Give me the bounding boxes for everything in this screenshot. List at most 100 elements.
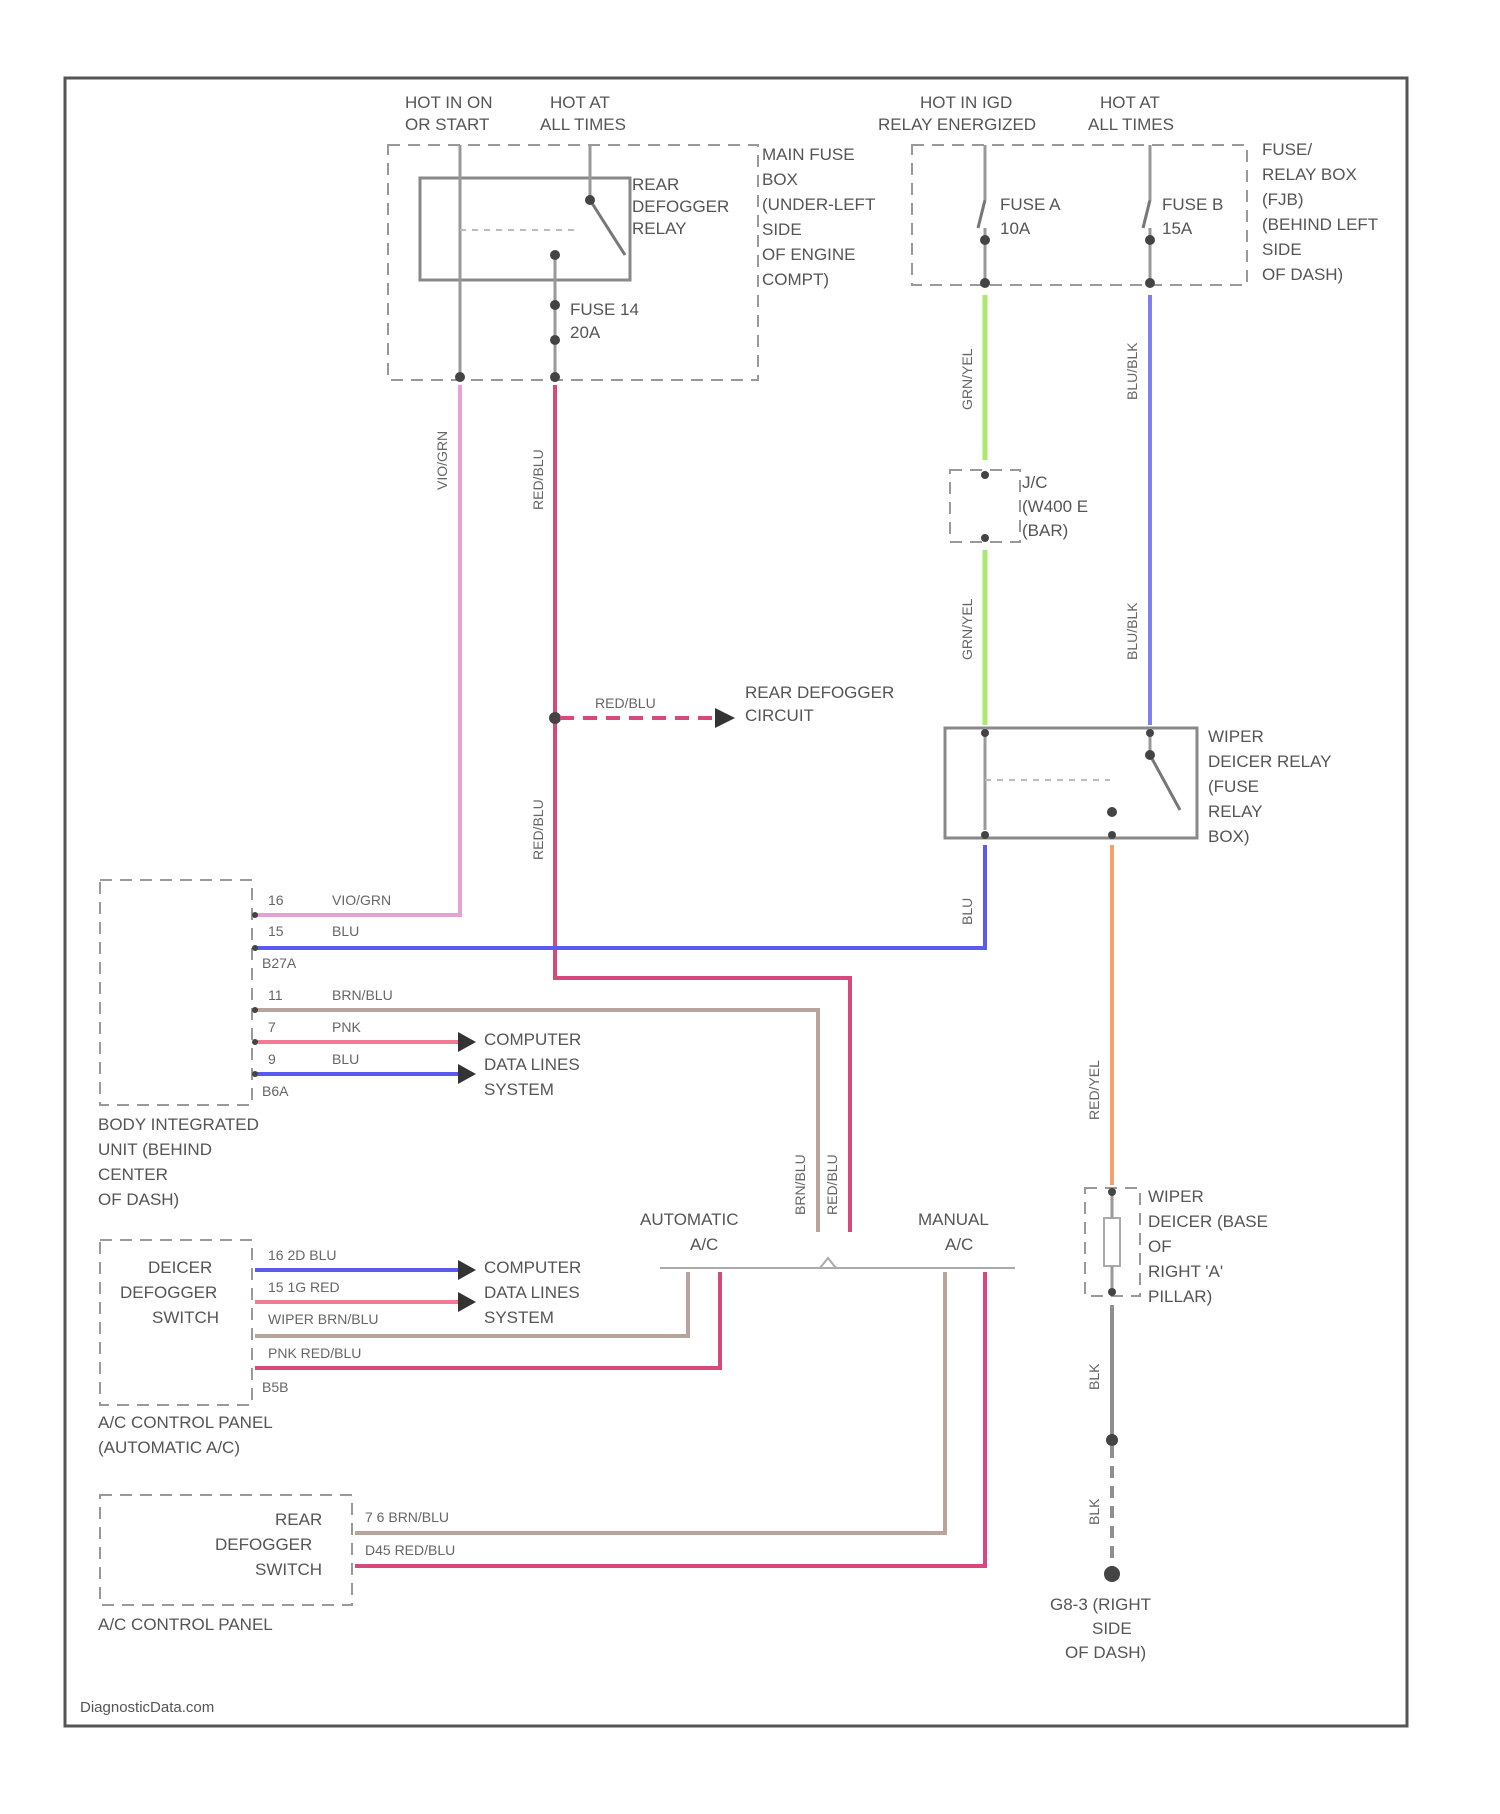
body-pin-15: 15 (268, 923, 284, 939)
ac-panel-auto-label-1: A/C CONTROL PANEL (98, 1413, 273, 1432)
fuse-relay-box-label-2: RELAY BOX (1262, 165, 1357, 184)
hot-all-label-2: ALL TIMES (540, 115, 626, 134)
rear-defogger-relay-label-1: REAR (632, 175, 679, 194)
body-wire-blu-2: BLU (332, 1051, 359, 1067)
wire-label-red-blu-lower: RED/BLU (530, 799, 546, 860)
hot-all-2-label-2: ALL TIMES (1088, 115, 1174, 134)
wiper-deicer-grid-label-2: DEICER (BASE (1148, 1212, 1268, 1231)
manual-row-2: D45 RED/BLU (365, 1542, 455, 1558)
body-integrated-unit (100, 880, 252, 1105)
wire-label-grn-yel-upper: GRN/YEL (959, 348, 975, 410)
rear-defogger-relay-label-2: DEFOGGER (632, 197, 729, 216)
ac-split-notch (820, 1258, 836, 1268)
fuse-b-label-2: 15A (1162, 219, 1193, 238)
deicer-switch-label-1: DEICER (148, 1258, 212, 1277)
hot-run-label-1: HOT IN ON (405, 93, 493, 112)
hot-all-label-1: HOT AT (550, 93, 610, 112)
main-fuse-box-label-4: SIDE (762, 220, 802, 239)
wiper-deicer-relay-label-5: BOX) (1208, 827, 1250, 846)
wire-label-red-yel: RED/YEL (1086, 1060, 1102, 1120)
wiper-deicer-grid-label-4: RIGHT 'A' (1148, 1262, 1223, 1281)
wire-brn-blu-manual (355, 1272, 945, 1533)
auto-row-2: 15 1G RED (268, 1279, 340, 1295)
arrow-blu-data (458, 1064, 476, 1084)
fuse-relay-box-label-1: FUSE/ (1262, 140, 1312, 159)
jc-label-1: J/C (1022, 473, 1048, 492)
rear-defogger-switch-label-2: DEFOGGER (215, 1535, 312, 1554)
jc-label-3: (BAR) (1022, 521, 1068, 540)
fuse-relay-box-label-4: (BEHIND LEFT (1262, 215, 1378, 234)
wiper-deicer-relay-label-3: (FUSE (1208, 777, 1259, 796)
watermark: DiagnosticData.com (80, 1699, 214, 1716)
auto-row-3: WIPER BRN/BLU (268, 1311, 378, 1327)
main-fuse-box-label-2: BOX (762, 170, 798, 189)
body-pin-16: 16 (268, 892, 284, 908)
wire-label-red-blu-vert: RED/BLU (824, 1154, 840, 1215)
jc-label-2: (W400 E (1022, 497, 1088, 516)
rear-defogger-relay-label-3: RELAY (632, 219, 687, 238)
wire-label-blu-relay: BLU (959, 898, 975, 925)
auto-row-4: PNK RED/BLU (268, 1345, 361, 1361)
fuse-relay-box-label-5: SIDE (1262, 240, 1302, 259)
body-connector-top: B27A (262, 955, 297, 971)
fuse-a-label-2: 10A (1000, 219, 1031, 238)
ground-label-2: SIDE (1092, 1619, 1132, 1638)
wire-label-vio-grn: VIO/GRN (434, 431, 450, 490)
fuse-relay-box-label-6: OF DASH) (1262, 265, 1343, 284)
body-wire-vio-grn: VIO/GRN (332, 892, 391, 908)
hot-relay-label-1: HOT IN IGD (920, 93, 1012, 112)
rear-defogger-circuit-label-1: REAR DEFOGGER (745, 683, 894, 702)
wire-label-red-blu-upper: RED/BLU (530, 449, 546, 510)
wire-label-blk-lower: BLK (1086, 1498, 1102, 1525)
fuse-14-label-2: 20A (570, 323, 601, 342)
wiper-deicer-grid-label-1: WIPER (1148, 1187, 1204, 1206)
computer-data-lines-1-label-1: COMPUTER (484, 1030, 581, 1049)
computer-data-lines-2-label-2: DATA LINES (484, 1283, 580, 1302)
main-fuse-box-label-3: (UNDER-LEFT (762, 195, 875, 214)
body-unit-label-3: CENTER (98, 1165, 168, 1184)
main-fuse-box (388, 145, 758, 380)
fuse-b-label-1: FUSE B (1162, 195, 1223, 214)
fuse-relay-box-label-3: (FJB) (1262, 190, 1304, 209)
body-unit-label-2: UNIT (BEHIND (98, 1140, 212, 1159)
computer-data-lines-2-label-1: COMPUTER (484, 1258, 581, 1277)
hot-run-label-2: OR START (405, 115, 489, 134)
body-unit-label-1: BODY INTEGRATED (98, 1115, 259, 1134)
fuse-14-label-1: FUSE 14 (570, 300, 639, 319)
manual-ac-label-1: MANUAL (918, 1210, 989, 1229)
arrow-blu-auto (458, 1260, 476, 1280)
deicer-switch-label-2: DEFOGGER (120, 1283, 217, 1302)
jc-connector (950, 470, 1020, 542)
manual-row-1: 7 6 BRN/BLU (365, 1509, 449, 1525)
rear-defogger-switch-label-1: REAR (275, 1510, 322, 1529)
automatic-ac-label-2: A/C (690, 1235, 718, 1254)
deicer-switch-label-3: SWITCH (152, 1308, 219, 1327)
wiper-deicer-relay-label-2: DEICER RELAY (1208, 752, 1331, 771)
diagram-frame (65, 78, 1407, 1726)
body-wire-pnk: PNK (332, 1019, 361, 1035)
wire-label-brn-blu-vert: BRN/BLU (792, 1154, 808, 1215)
body-pin-11: 11 (268, 987, 283, 1003)
computer-data-lines-1-label-3: SYSTEM (484, 1080, 554, 1099)
computer-data-lines-1-label-2: DATA LINES (484, 1055, 580, 1074)
wire-label-blu-blk-lower: BLU/BLK (1124, 602, 1140, 660)
automatic-ac-label-1: AUTOMATIC (640, 1210, 739, 1229)
rear-defogger-switch-label-3: SWITCH (255, 1560, 322, 1579)
wiper-deicer-relay-label-1: WIPER (1208, 727, 1264, 746)
body-wire-blu: BLU (332, 923, 359, 939)
body-connector-bottom: B6A (262, 1083, 289, 1099)
ac-panel-label: A/C CONTROL PANEL (98, 1615, 273, 1634)
wiper-deicer-grid-label-5: PILLAR) (1148, 1287, 1212, 1306)
wire-label-red-blu-branch: RED/BLU (595, 695, 656, 711)
wiper-deicer-relay-label-4: RELAY (1208, 802, 1263, 821)
body-wire-brn-blu: BRN/BLU (332, 987, 393, 1003)
ground-label-3: OF DASH) (1065, 1643, 1146, 1662)
deicer-element (1104, 1218, 1120, 1266)
computer-data-lines-2-label-3: SYSTEM (484, 1308, 554, 1327)
manual-ac-label-2: A/C (945, 1235, 973, 1254)
auto-connector: B5B (262, 1379, 288, 1395)
wire-red-blu (555, 385, 850, 1232)
wiper-deicer-grid-label-3: OF (1148, 1237, 1172, 1256)
body-unit-label-4: OF DASH) (98, 1190, 179, 1209)
